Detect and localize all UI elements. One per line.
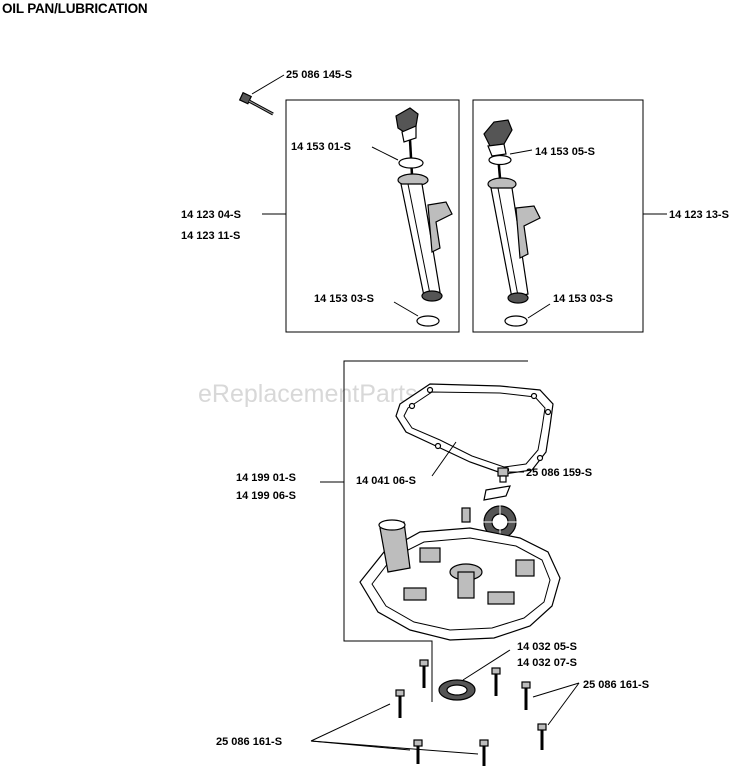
page-title: OIL PAN/LUBRICATION — [2, 1, 148, 16]
leader-gasket — [431, 441, 457, 477]
label-bolt-top: 25 086 145-S — [286, 69, 352, 81]
box-right-dipstick — [472, 99, 644, 333]
label-tube-left-b: 14 123 11-S — [181, 230, 240, 242]
dipstick-left-part — [395, 107, 453, 327]
label-gasket: 14 041 06-S — [356, 475, 416, 487]
gasket-part — [395, 383, 554, 475]
frame-oil-pan — [343, 360, 528, 702]
label-seal-b: 14 032 07-S — [517, 657, 577, 669]
label-tube-right: 14 123 13-S — [669, 209, 729, 221]
leader-dipstick-right — [509, 149, 533, 155]
label-bolts-right: 25 086 161-S — [583, 679, 649, 691]
label-bolts-left: 25 086 161-S — [216, 736, 282, 748]
label-dipstick-right: 14 153 05-S — [535, 146, 595, 158]
label-tube-left-a: 14 123 04-S — [181, 209, 241, 221]
label-seal-a: 14 032 05-S — [517, 641, 577, 653]
leader-bolts-right-2 — [547, 682, 580, 726]
leader-bolts-left-3 — [310, 740, 479, 755]
oil-seal-part — [438, 679, 476, 701]
oil-pan-part — [359, 519, 561, 641]
leader-seal — [462, 649, 511, 681]
leader-bolts-right-1 — [532, 682, 580, 698]
label-plug: 25 086 159-S — [526, 467, 592, 479]
leader-oring-right — [527, 303, 551, 319]
label-oring-right: 14 153 03-S — [553, 293, 613, 305]
bolts-part — [395, 659, 547, 766]
gear-assembly-part — [461, 485, 518, 540]
leader-bolts-left-1 — [310, 703, 391, 742]
dipstick-right-part — [483, 119, 541, 327]
leader-dipstick-left — [371, 146, 399, 161]
label-dipstick-left: 14 153 01-S — [291, 141, 351, 153]
box-left-dipstick — [285, 99, 460, 333]
label-oil-pan-b: 14 199 06-S — [236, 490, 296, 502]
label-oil-pan-a: 14 199 01-S — [236, 472, 296, 484]
plug-part — [497, 467, 509, 483]
leader-oring-left — [393, 301, 419, 317]
label-oring-left: 14 153 03-S — [314, 293, 374, 305]
leader-bolt-top — [251, 74, 285, 95]
bolt-top-part — [238, 91, 274, 116]
